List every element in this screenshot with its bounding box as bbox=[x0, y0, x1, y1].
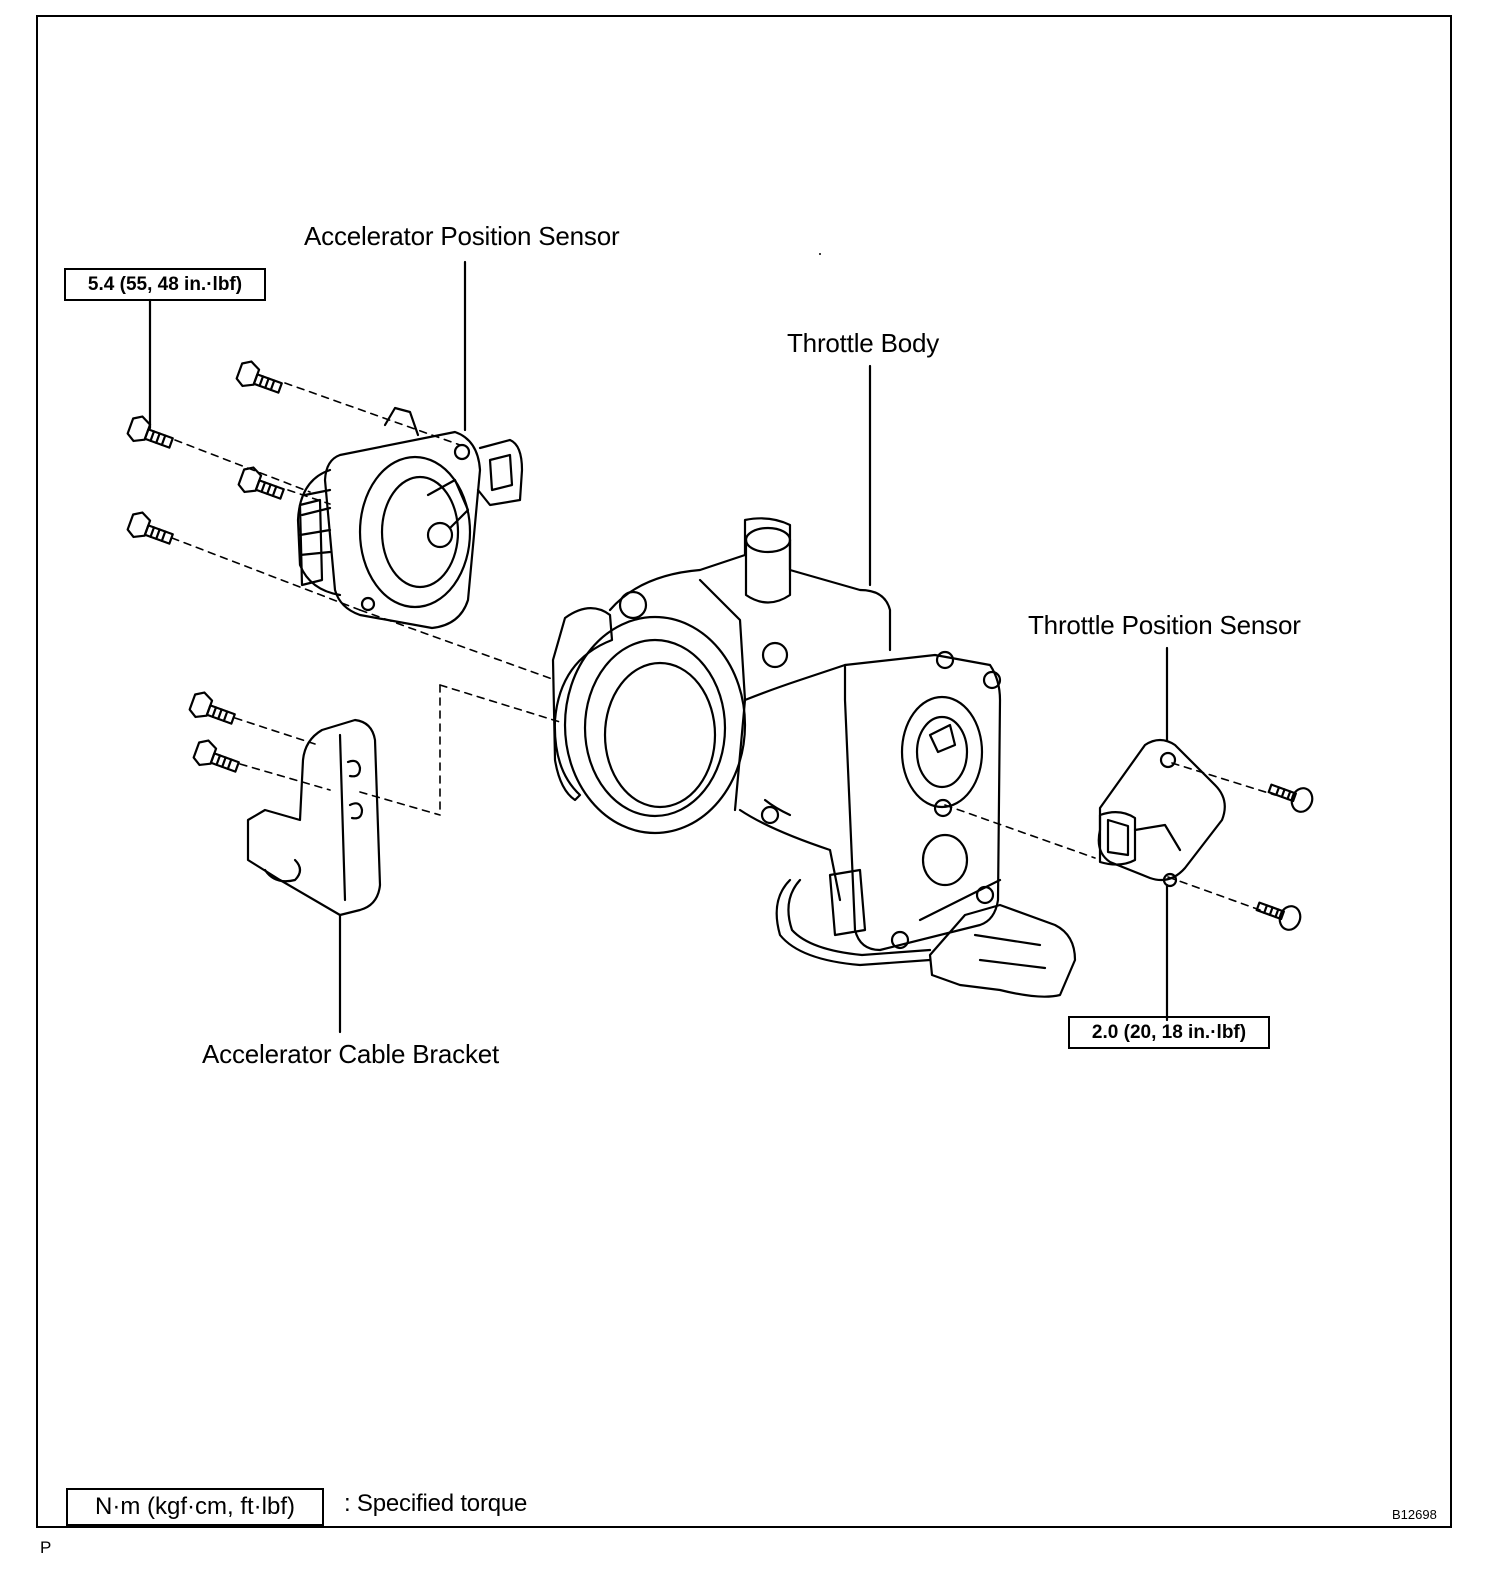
bracket-bolts bbox=[188, 691, 240, 773]
figure-id: B12698 bbox=[1392, 1507, 1437, 1522]
throttle-body-drawing bbox=[551, 517, 1077, 998]
accelerator-cable-bracket-drawing bbox=[246, 718, 382, 917]
alignment-lines bbox=[171, 382, 1276, 911]
leader-lines bbox=[148, 260, 1169, 1034]
label-throttle-body: Throttle Body bbox=[787, 328, 940, 358]
label-accelerator-position-sensor: Accelerator Position Sensor bbox=[304, 221, 620, 251]
label-throttle-position-sensor: Throttle Position Sensor bbox=[1028, 610, 1301, 640]
legend-units-box: N·m (kgf·cm, ft·lbf) bbox=[66, 1488, 324, 1526]
throttle-position-sensor-drawing bbox=[1097, 738, 1226, 888]
diagram-frame bbox=[36, 15, 1452, 1528]
accelerator-position-sensor-drawing bbox=[296, 406, 524, 630]
torque-box-tps: 2.0 (20, 18 in.·lbf) bbox=[1068, 1016, 1270, 1049]
torque-box-aps: 5.4 (55, 48 in.·lbf) bbox=[64, 268, 266, 301]
label-accelerator-cable-bracket: Accelerator Cable Bracket bbox=[202, 1039, 500, 1069]
aps-bolts bbox=[126, 360, 285, 545]
tps-screws bbox=[1255, 783, 1314, 931]
corner-mark: P bbox=[40, 1538, 52, 1557]
legend-description: : Specified torque bbox=[344, 1490, 528, 1517]
